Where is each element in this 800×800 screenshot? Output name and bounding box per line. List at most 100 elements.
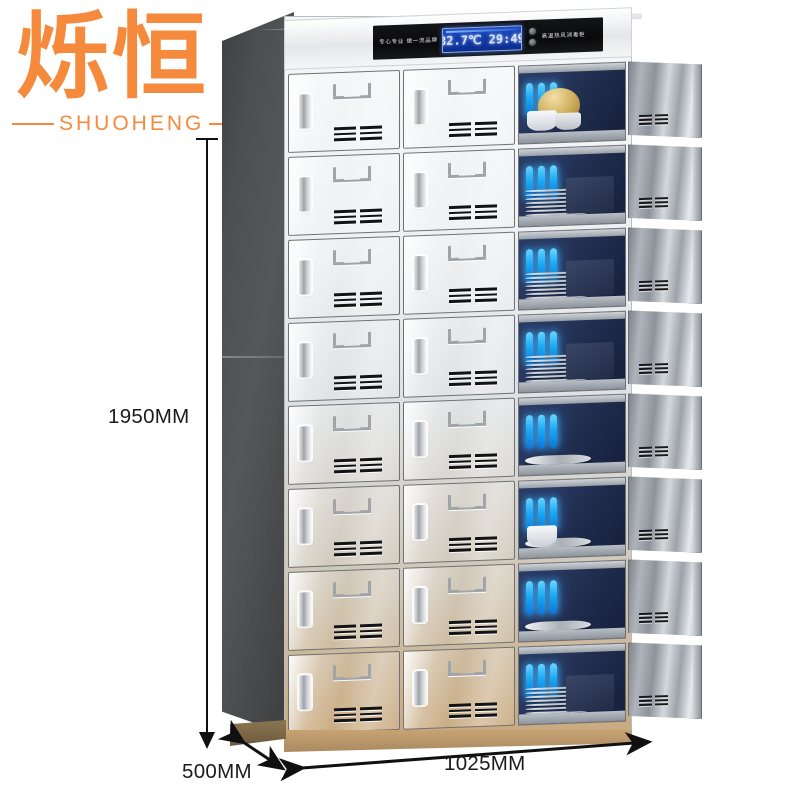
opened-door[interactable]: [628, 225, 702, 307]
opened-door[interactable]: [628, 59, 702, 141]
door-label-bracket: [333, 663, 371, 681]
cabinet-plinth: [284, 730, 632, 752]
brand-logo: 烁恒 SHUOHENG: [8, 6, 258, 156]
door-label-bracket: [448, 576, 486, 594]
door-vent-slots: [449, 536, 498, 552]
opened-door[interactable]: [628, 557, 702, 639]
control-panel-slogan: 专心专业 做一流品牌: [379, 37, 438, 47]
opened-door[interactable]: [628, 308, 702, 390]
cabinet-door[interactable]: [403, 646, 515, 730]
cabinet-tier: [288, 643, 628, 734]
door-handle[interactable]: [298, 260, 311, 295]
door-label-bracket: [448, 244, 486, 262]
cabinet-door[interactable]: [403, 314, 515, 398]
lcd-display[interactable]: 32.7℃ 29:49: [441, 24, 522, 53]
door-vent-slots: [334, 706, 383, 723]
door-vent-slots: [449, 121, 498, 137]
cabinet-tier: [288, 228, 628, 319]
door-handle[interactable]: [413, 89, 426, 125]
mode-button-icon[interactable]: [527, 37, 537, 48]
cabinet-door[interactable]: [288, 152, 400, 236]
height-dimension-line: [206, 140, 208, 740]
product-cabinet: 专心专业 做一流品牌 32.7℃ 29:49 高温热风消毒柜: [222, 4, 692, 752]
cabinet-door[interactable]: [288, 401, 400, 485]
cabinet-door[interactable]: [288, 69, 400, 153]
door-handle[interactable]: [298, 426, 311, 461]
cabinet-door[interactable]: [403, 480, 515, 564]
door-handle[interactable]: [413, 421, 426, 457]
door-edge: [693, 475, 701, 552]
opened-door[interactable]: [628, 640, 702, 722]
door-handle[interactable]: [413, 172, 426, 208]
open-compartment[interactable]: [518, 476, 626, 560]
uv-lamp: [526, 414, 558, 450]
open-compartment[interactable]: [518, 559, 626, 643]
cup: [527, 110, 558, 132]
door-edge: [693, 60, 701, 137]
brand-logo-pinyin: SHUOHENG: [59, 112, 205, 135]
basket: [566, 342, 615, 381]
cabinet-tier: [288, 560, 628, 651]
door-vent-slots: [334, 457, 383, 474]
door-edge: [693, 143, 701, 220]
cabinet-door[interactable]: [288, 650, 400, 734]
logo-rule-left: [12, 123, 54, 125]
door-vent-slots: [639, 363, 668, 374]
compartment-ceiling: [519, 477, 625, 489]
door-handle[interactable]: [298, 94, 311, 129]
door-vent-slots: [334, 374, 383, 391]
door-label-bracket: [448, 410, 486, 428]
compartment-ceiling: [519, 62, 625, 74]
open-compartment[interactable]: [518, 144, 626, 228]
door-handle[interactable]: [413, 504, 426, 540]
door-vent-slots: [449, 453, 498, 469]
cabinet-tier: [288, 62, 628, 153]
door-handle[interactable]: [298, 592, 311, 627]
cabinet-door[interactable]: [403, 563, 515, 647]
door-handle[interactable]: [298, 177, 311, 212]
door-handle[interactable]: [413, 255, 426, 291]
open-compartment[interactable]: [518, 310, 626, 394]
brand-logo-pinyin-row: SHUOHENG: [8, 112, 258, 136]
width-dimension-label: 1025MM: [444, 752, 526, 775]
compartment-ceiling: [519, 145, 625, 157]
cabinet-door[interactable]: [288, 484, 400, 568]
door-handle[interactable]: [298, 509, 311, 544]
door-label-bracket: [448, 493, 486, 511]
open-compartment[interactable]: [518, 227, 626, 311]
opened-door[interactable]: [628, 142, 702, 224]
door-vent-slots: [449, 370, 498, 386]
cabinet-door[interactable]: [403, 231, 515, 315]
control-panel-buttons[interactable]: [527, 26, 537, 48]
door-label-bracket: [448, 78, 486, 96]
cabinet-door[interactable]: [288, 318, 400, 402]
door-label-bracket: [333, 165, 371, 183]
door-handle[interactable]: [413, 338, 426, 374]
door-handle[interactable]: [413, 670, 426, 706]
cabinet-door[interactable]: [288, 235, 400, 319]
door-handle[interactable]: [298, 675, 311, 710]
cabinet-door[interactable]: [403, 148, 515, 232]
door-label-bracket: [333, 497, 371, 515]
cabinet-door[interactable]: [288, 567, 400, 651]
power-button-icon[interactable]: [527, 26, 537, 37]
open-compartment[interactable]: [518, 642, 626, 726]
compartment-ceiling: [519, 560, 625, 572]
cabinet-tiers: [288, 74, 628, 738]
compartment-ceiling: [519, 643, 625, 655]
height-dimension-label: 1950MM: [108, 405, 190, 428]
cabinet-door[interactable]: [403, 65, 515, 149]
open-compartment[interactable]: [518, 393, 626, 477]
cabinet-side-panel: [222, 12, 294, 737]
depth-dimension-label: 500MM: [182, 760, 252, 783]
opened-door[interactable]: [628, 474, 702, 556]
compartment-shelf: [519, 129, 625, 144]
door-vent-slots: [334, 208, 383, 225]
cabinet-door[interactable]: [403, 397, 515, 481]
door-handle[interactable]: [298, 343, 311, 378]
door-handle[interactable]: [413, 587, 426, 623]
compartment-ceiling: [519, 228, 625, 240]
door-edge: [693, 226, 701, 303]
open-compartment[interactable]: [518, 61, 626, 145]
opened-door[interactable]: [628, 391, 702, 473]
